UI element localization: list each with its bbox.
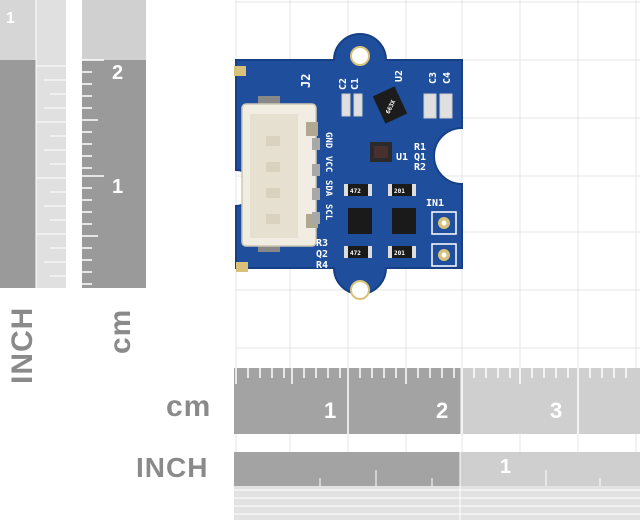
bottom-cm-ruler: [234, 368, 640, 434]
transistor-q1: [348, 208, 372, 234]
grove-connector: [241, 96, 318, 252]
label-c4: C4: [442, 72, 453, 84]
left-cm-tick-1: 1: [112, 176, 125, 198]
capacitor-c4: [439, 93, 453, 119]
bottom-inch-tick-1: 1: [500, 456, 513, 478]
mounting-hole-bottom: [350, 280, 370, 300]
resistor-row: 472 201 472 201: [344, 184, 416, 258]
label-led: LED: [426, 272, 444, 283]
u2-chip: [372, 86, 408, 124]
left-cm-tick-2: 2: [112, 62, 125, 84]
label-q2: Q2: [316, 249, 328, 260]
pin-label-vcc: VCC: [323, 156, 333, 172]
pin-label-scl: SCL: [323, 204, 333, 221]
label-r2: R2: [414, 162, 426, 173]
resistor-code: 201: [394, 188, 405, 195]
capacitor-c2: [341, 93, 351, 117]
bottom-cm-tick-3: 3: [550, 398, 564, 423]
label-u1: U1: [396, 152, 408, 163]
label-r3: R3: [316, 238, 328, 249]
label-r1: R1: [414, 142, 426, 153]
left-cm-ruler: [82, 0, 146, 288]
label-r4: R4: [316, 260, 328, 271]
bottom-cm-tick-1: 1: [324, 398, 338, 423]
label-c3: C3: [428, 72, 439, 84]
left-inch-ruler: [0, 0, 66, 288]
bottom-inch-ruler: [234, 452, 640, 520]
transistor-q2: [392, 208, 416, 234]
pin-label-gnd: GND: [323, 132, 333, 149]
bottom-inch-unit-label: INCH: [136, 452, 209, 483]
label-in1: IN1: [426, 198, 444, 209]
pin-label-sda: SDA: [323, 180, 333, 197]
label-c1: C1: [350, 78, 361, 90]
left-cm-unit-label: cm: [104, 308, 137, 354]
resistor-code: 472: [350, 250, 361, 257]
bottom-cm-unit-label: cm: [166, 390, 212, 423]
resistor-code: 472: [350, 188, 361, 195]
mounting-hole-top: [350, 46, 370, 66]
capacitor-c3: [423, 93, 437, 119]
pcb-board: 663X 472 201 472 201: [234, 33, 463, 300]
in1-pad: [431, 211, 457, 235]
resistor-code: 201: [394, 250, 405, 257]
label-q1: Q1: [414, 152, 426, 163]
label-u2: U2: [394, 70, 405, 82]
left-inch-unit-label: INCH: [6, 306, 39, 384]
label-c2: C2: [338, 78, 349, 90]
led-pad: [431, 243, 457, 267]
left-inch-tick-1: 1: [6, 10, 16, 27]
capacitor-c1: [353, 93, 363, 117]
bottom-cm-tick-2: 2: [436, 398, 450, 423]
connector-label: J2: [299, 74, 313, 88]
